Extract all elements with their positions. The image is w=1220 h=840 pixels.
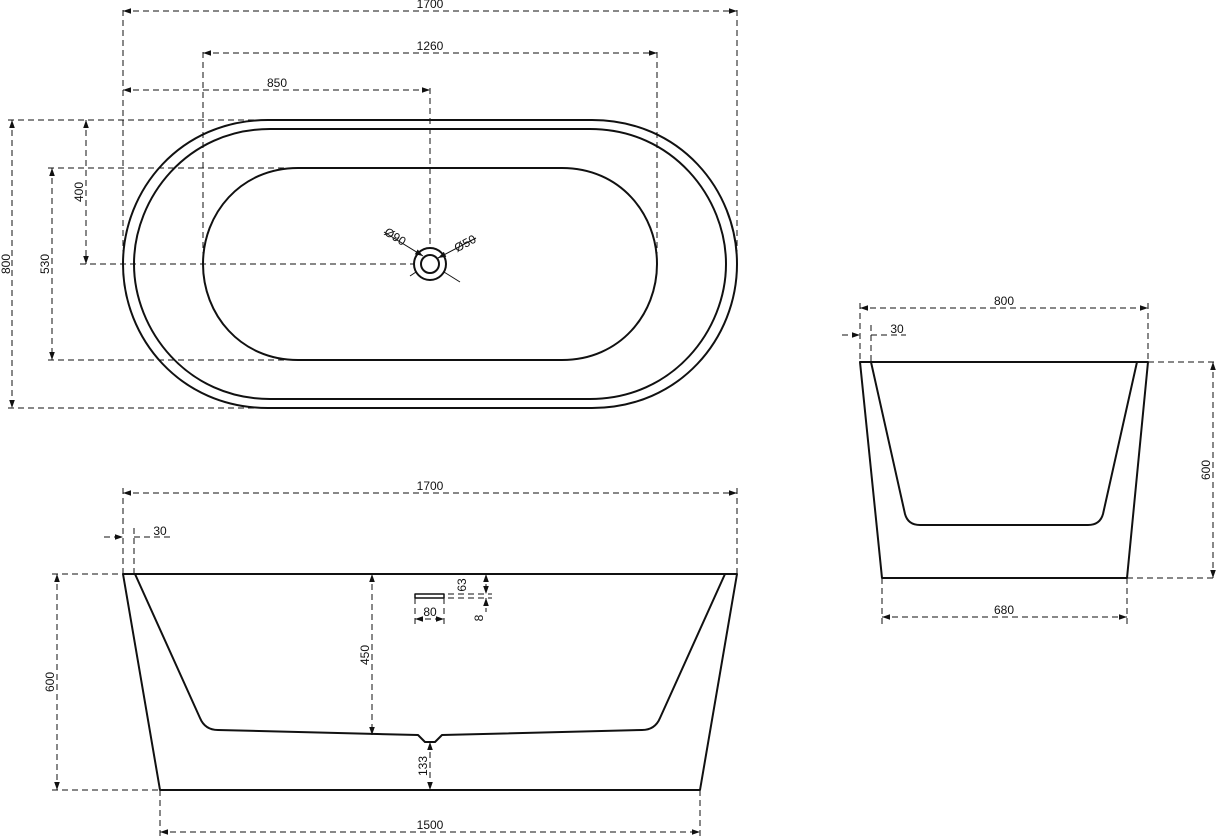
label-80: 80 [423, 605, 437, 619]
label-1500: 1500 [417, 818, 444, 832]
end-view: 800 30 600 680 [842, 294, 1216, 624]
label-600-side: 600 [43, 672, 57, 692]
drain-inner-circle [420, 254, 440, 274]
label-30-end: 30 [890, 322, 904, 336]
label-1700-top: 1700 [417, 0, 444, 11]
side-view-basin-profile [134, 573, 726, 743]
label-680: 680 [994, 603, 1014, 617]
end-view-outer-profile [859, 361, 1149, 579]
top-view: 1700 1260 850 400 530 800 Ø90 Ø50 [0, 0, 738, 409]
label-530: 530 [38, 254, 52, 274]
label-1700-side: 1700 [417, 479, 444, 493]
side-view: 1700 30 600 450 133 1500 80 63 8 [43, 479, 738, 836]
label-133: 133 [416, 756, 430, 776]
label-1260: 1260 [417, 39, 444, 53]
label-600-end: 600 [1199, 460, 1213, 480]
label-850: 850 [267, 76, 287, 90]
label-400: 400 [72, 182, 86, 202]
top-view-inner-rim [133, 128, 727, 400]
label-800-top: 800 [0, 254, 13, 274]
top-view-basin [202, 167, 658, 361]
overflow-slot [414, 593, 445, 599]
drain-outer-circle [413, 247, 447, 281]
label-450: 450 [358, 645, 372, 665]
label-800-end: 800 [994, 294, 1014, 308]
label-drain-inner: Ø50 [452, 232, 479, 255]
label-30-side: 30 [153, 524, 167, 538]
label-63: 63 [455, 578, 469, 592]
top-view-outer-rim [122, 119, 738, 409]
label-8: 8 [472, 614, 486, 621]
end-view-basin-profile [870, 361, 1138, 526]
